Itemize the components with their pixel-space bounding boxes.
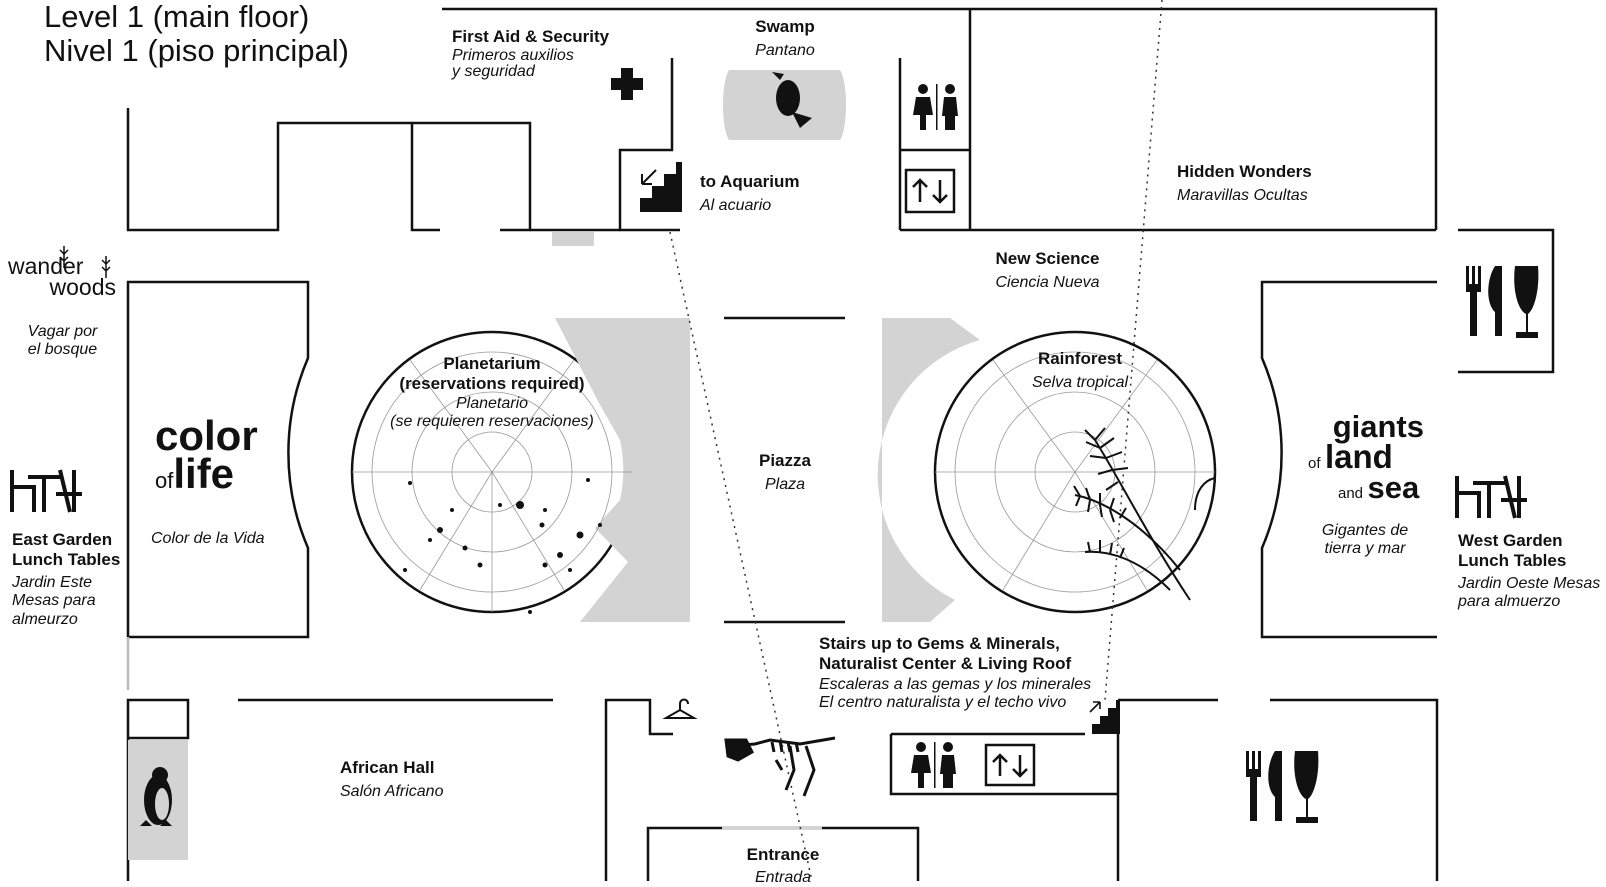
color-of-life-es: Color de la Vida [151,530,265,547]
new-science-es: Ciencia Nueva [995,273,1100,291]
wall [604,698,673,881]
aquarium-label: to Aquarium Al acuario [700,172,799,215]
hidden-wonders-es: Maravillas Ocultas [1177,186,1308,204]
rainforest-es: Selva tropical [1031,373,1129,391]
elevator-icon [984,743,1036,787]
color-of-life-logo-line1: color [155,412,258,459]
east-garden-es1: Jardin Este [12,574,93,592]
african-hall-label: African Hall Salón Africano [340,758,443,801]
giants-logo-and: and [1338,484,1364,502]
entrance-en: Entrance [746,845,820,864]
color-of-life-logo-of: of [155,468,174,493]
t-rex-skeleton-icon [724,736,836,797]
stairs-up-en1: Stairs up to Gems & Minerals, [819,634,1060,653]
penguin-icon [140,767,172,826]
first-aid-en: First Aid & Security [452,27,610,46]
planetarium-label: Planetarium (reservations required) Plan… [372,354,612,432]
color-of-life-logo-line2: life [173,450,235,497]
entrance-es: Entrada [754,868,812,886]
color-of-life-logo: color oflife [155,415,265,495]
african-hall-en: African Hall [340,758,435,777]
giants-es2: tierra y mar [1324,540,1406,558]
dining-icon [1466,266,1539,338]
giants-logo-of: of [1308,455,1321,473]
restroom-icon [913,84,958,130]
planetarium-en2: (reservations required) [399,373,585,393]
wall [889,734,1118,796]
wall [618,58,680,232]
picnic-table-icon [1455,475,1527,519]
wander-woods-es2: el bosque [27,341,98,359]
new-science-en: New Science [995,249,1100,268]
elevator-icon [904,168,956,214]
wander-woods-es: Vagar por el bosque [10,323,115,360]
giants-es: Gigantes de tierra y mar [1305,522,1425,559]
floor-title-es: Nivel 1 (piso principal) [44,33,349,69]
east-garden-label: East Garden Lunch Tables Jardin Este Mes… [12,530,120,629]
west-garden-es1: Jardin Oeste Mesas [1458,575,1601,593]
piazza-es: Plaza [764,475,806,493]
first-aid-label: First Aid & Security Primeros auxilios y… [452,27,609,81]
wall [442,7,1438,230]
swamp-en: Swamp [755,17,815,36]
giants-es1: Gigantes de [1321,522,1409,539]
planetarium-es1: Planetario [455,395,529,413]
stairs-up-es1: Escaleras a las gemas y los minerales [819,676,1092,694]
wall [1458,228,1555,374]
restroom-icon [911,742,956,788]
planetarium-en1: Planetarium [443,354,541,373]
giants-logo-line1: giants [1332,409,1424,444]
new-science-label: New Science Ciencia Nueva [985,249,1110,292]
coat-check-icon [662,698,698,719]
piazza-label: Piazza Plaza [735,451,835,494]
floor-title: Level 1 (main floor) Nivel 1 (piso princ… [44,0,349,68]
planetarium-es2: (se requieren reservaciones) [390,413,594,431]
giants-logo-line2: land [1324,438,1393,476]
wander-woods-logo: wander woods [8,253,120,300]
swamp-label: Swamp Pantano [735,17,835,60]
stairs-up-icon [1089,700,1120,734]
giants-logo: giants of land and sea [1308,409,1428,505]
rainforest-label: Rainforest Selva tropical [1015,349,1145,392]
stairs-up-es2: El centro naturalista y el techo vivo [819,694,1067,712]
rainforest-en: Rainforest [1037,349,1123,368]
stairs-down-icon [640,162,682,212]
wander-woods-logo-sprig [59,246,111,278]
dining-icon [1246,751,1319,823]
wall [1260,280,1437,639]
wall [126,280,310,639]
east-garden-es2: Mesas para [12,592,96,610]
east-garden-es3: almeurzo [12,610,78,628]
stairs-up-en2: Naturalist Center & Living Roof [819,653,1072,673]
swamp-es: Pantano [755,41,815,59]
first-aid-cross-icon [611,68,643,100]
wall [412,121,532,232]
hidden-wonders-en: Hidden Wonders [1177,162,1312,181]
west-garden-es2: para almuerzo [1458,593,1561,611]
piazza-en: Piazza [759,451,811,470]
giants-logo-line3: sea [1367,469,1420,505]
wander-woods-logo-line2: woods [49,273,116,300]
first-aid-es1: Primeros auxilios [452,46,574,64]
first-aid-es2: y seguridad [452,62,535,80]
stairs-up-label: Stairs up to Gems & Minerals, Naturalist… [819,634,1091,713]
picnic-table-icon [10,469,82,513]
hidden-wonders-label: Hidden Wonders Maravillas Ocultas [1177,162,1312,205]
wall [126,108,440,232]
aquarium-es: Al acuario [700,196,772,214]
east-garden-en1: East Garden [12,530,113,549]
wall [1270,698,1439,881]
african-hall-es: Salón Africano [340,782,444,800]
wander-woods-logo-line1: wander [8,253,84,279]
east-garden-en2: Lunch Tables [12,549,121,569]
wander-woods-es1: Vagar por [27,323,98,340]
floor-title-en: Level 1 (main floor) [44,0,310,34]
west-garden-label: West Garden Lunch Tables Jardin Oeste Me… [1458,531,1600,612]
alligator-icon [772,72,812,128]
west-garden-en2: Lunch Tables [1458,550,1567,570]
west-garden-en1: West Garden [1458,531,1563,550]
aquarium-en: to Aquarium [700,172,800,191]
